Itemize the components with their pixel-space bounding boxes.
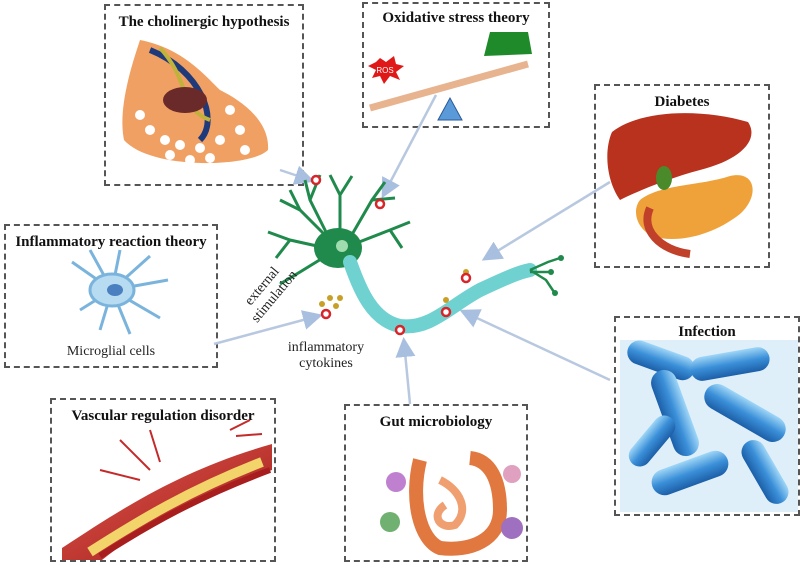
gut-title: Gut microbiology xyxy=(379,414,493,430)
oxidative-title: Oxidative stress theory xyxy=(382,10,530,26)
synapse-illustration xyxy=(122,40,269,165)
inflammatory-cytokines-label: inflammatory cytokines xyxy=(276,340,376,372)
vessel-illustration xyxy=(62,419,272,560)
liver-pancreas-illustration xyxy=(607,113,753,258)
diabetes-title: Diabetes xyxy=(654,94,710,110)
seesaw-illustration: ROS xyxy=(368,32,532,121)
vascular-title: Vascular regulation disorder xyxy=(71,408,255,424)
inflammatory-text: inflammatory xyxy=(287,340,365,355)
ros-label: ROS xyxy=(376,66,393,75)
bacteria-illustration xyxy=(620,340,798,512)
microglial-caption: Microglial cells xyxy=(66,344,156,359)
ros-burst xyxy=(368,56,404,84)
infection-title: Infection xyxy=(678,324,736,340)
microglia-illustration xyxy=(71,249,169,335)
cytokines-text: cytokines xyxy=(299,356,353,371)
cholinergic-title: The cholinergic hypothesis xyxy=(118,14,290,30)
neuron xyxy=(267,174,564,336)
arrows xyxy=(213,94,611,405)
inflammatory-title: Inflammatory reaction theory xyxy=(15,234,207,250)
gut-illustration xyxy=(380,451,523,556)
